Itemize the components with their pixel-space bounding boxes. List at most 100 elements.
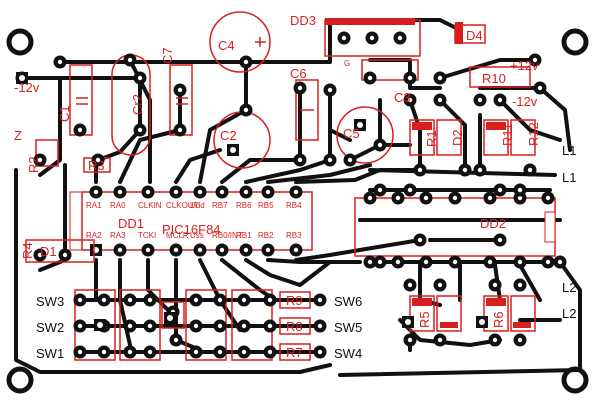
label-c2: C2: [220, 128, 237, 143]
pad-55-hole: [101, 349, 107, 355]
pad-60-hole: [241, 349, 247, 355]
label-r4: R4: [20, 242, 35, 259]
dd1-pin-label-bot-4: Uss: [190, 231, 204, 240]
dd2-pad-bot-1-hole: [395, 259, 401, 265]
c8-outline: [161, 301, 185, 329]
pad-42-hole: [193, 297, 199, 303]
pad-69-hole: [492, 282, 498, 288]
label-r12: R12: [526, 122, 541, 146]
dd2-pad-bot-3-hole: [452, 259, 458, 265]
pad-11-hole: [297, 157, 303, 163]
pad-28-hole: [477, 167, 483, 173]
dd1-pin-label-top-0: RA1: [86, 201, 102, 210]
pad-77-hole: [417, 237, 423, 243]
r11-outline: [483, 119, 509, 156]
pad-33-hole: [517, 187, 523, 193]
pad-7-hole: [177, 127, 183, 133]
r2-outline: [35, 139, 59, 167]
r10-outline: [469, 66, 531, 88]
pad-79-hole: [377, 142, 383, 148]
dd1-pin-label-bot-8: RB3: [286, 231, 302, 240]
mounting-holes: [6, 28, 589, 394]
mounting-hole-bl: [6, 366, 34, 394]
pad-44-hole: [241, 297, 247, 303]
label-r8: R8: [286, 319, 303, 334]
dd2-pad-bot-6-hole: [545, 259, 551, 265]
c6-outline: [295, 79, 319, 141]
pad-74-hole: [517, 337, 523, 343]
label-d2: D2: [450, 129, 465, 146]
d6-outline: [510, 295, 536, 332]
label-r11: R11: [500, 123, 515, 146]
pad-61-hole: [267, 349, 273, 355]
pad-0-hole: [243, 59, 249, 65]
pad-41-hole: [147, 297, 153, 303]
pad-65-hole: [173, 337, 179, 343]
dd1-pad-bot-6-hole: [243, 247, 249, 253]
r9-outline: [279, 291, 311, 309]
pad-70-hole: [517, 282, 523, 288]
pad-54-hole: [77, 349, 83, 355]
pad-22-hole: [407, 97, 413, 103]
pad-37-hole: [62, 252, 68, 258]
label-l2b: L2: [562, 306, 576, 321]
pad-9-hole: [77, 127, 83, 133]
pad-64-hole: [317, 349, 323, 355]
pad-48-hole: [127, 323, 133, 329]
dd2-pad-bot-2-hole: [423, 259, 429, 265]
label-d4: D4: [466, 28, 483, 43]
dd2-pad-top-4-hole: [487, 195, 493, 201]
pad-72-hole: [437, 337, 443, 343]
label-g: G: [344, 59, 350, 68]
dd2-pad-bot-0-hole: [367, 259, 373, 265]
pad-80-hole: [347, 157, 353, 163]
pad-58-hole: [193, 349, 199, 355]
dd1-pad-bot-3-hole: [173, 247, 179, 253]
label-sw1: SW1: [36, 346, 64, 361]
pad-8-hole: [137, 127, 143, 133]
square-pad-2-hole: [19, 75, 25, 81]
pad-75-hole: [377, 259, 383, 265]
label-sw2: SW2: [36, 320, 64, 335]
pad-57-hole: [147, 349, 153, 355]
dd3-bar: [325, 18, 415, 25]
label-c7: C7: [160, 47, 175, 64]
pad-39-hole: [101, 297, 107, 303]
dd2-pad-bot-5-hole: [517, 259, 523, 265]
mounting-hole-tl: [6, 28, 34, 56]
square-pad-3-hole: [405, 319, 411, 325]
ic-dd2-notch: [544, 211, 556, 243]
ic-dd1-notch: [69, 191, 83, 251]
pad-14-hole: [341, 35, 347, 41]
component-pads: [15, 31, 567, 359]
r1-bar: [412, 122, 432, 130]
pad-73-hole: [492, 337, 498, 343]
label-dd3: DD3: [290, 13, 316, 28]
pad-16-hole: [397, 35, 403, 41]
pad-12-hole: [327, 87, 333, 93]
square-pad-1-hole: [357, 122, 363, 128]
square-pad-6-hole: [167, 315, 173, 321]
pad-19-hole: [437, 75, 443, 81]
dd1-pin-label-bot-7: RB2: [258, 231, 274, 240]
pad-52-hole: [241, 323, 247, 329]
pad-31-hole: [407, 187, 413, 193]
d3-outline: [510, 119, 536, 156]
pad-38-hole: [77, 297, 83, 303]
dd1-pin-label-top-5: RB7: [212, 201, 228, 210]
label-r3: R3: [88, 158, 105, 173]
label-sw3: SW3: [36, 294, 64, 309]
mounting-hole-tr: [561, 28, 589, 56]
label-sw5: SW5: [334, 320, 362, 335]
dd1-pad-bot-8-hole: [293, 247, 299, 253]
label-dd2: DD2: [480, 216, 506, 231]
dd1-pin-label-top-7: RB5: [258, 201, 274, 210]
pad-1-hole: [243, 107, 249, 113]
pad-34-hole: [37, 157, 43, 163]
pad-18-hole: [407, 75, 413, 81]
pad-27-hole: [462, 167, 468, 173]
c3-outline: [361, 59, 419, 81]
pad-29-hole: [527, 167, 533, 173]
label-r5: R5: [417, 311, 432, 328]
